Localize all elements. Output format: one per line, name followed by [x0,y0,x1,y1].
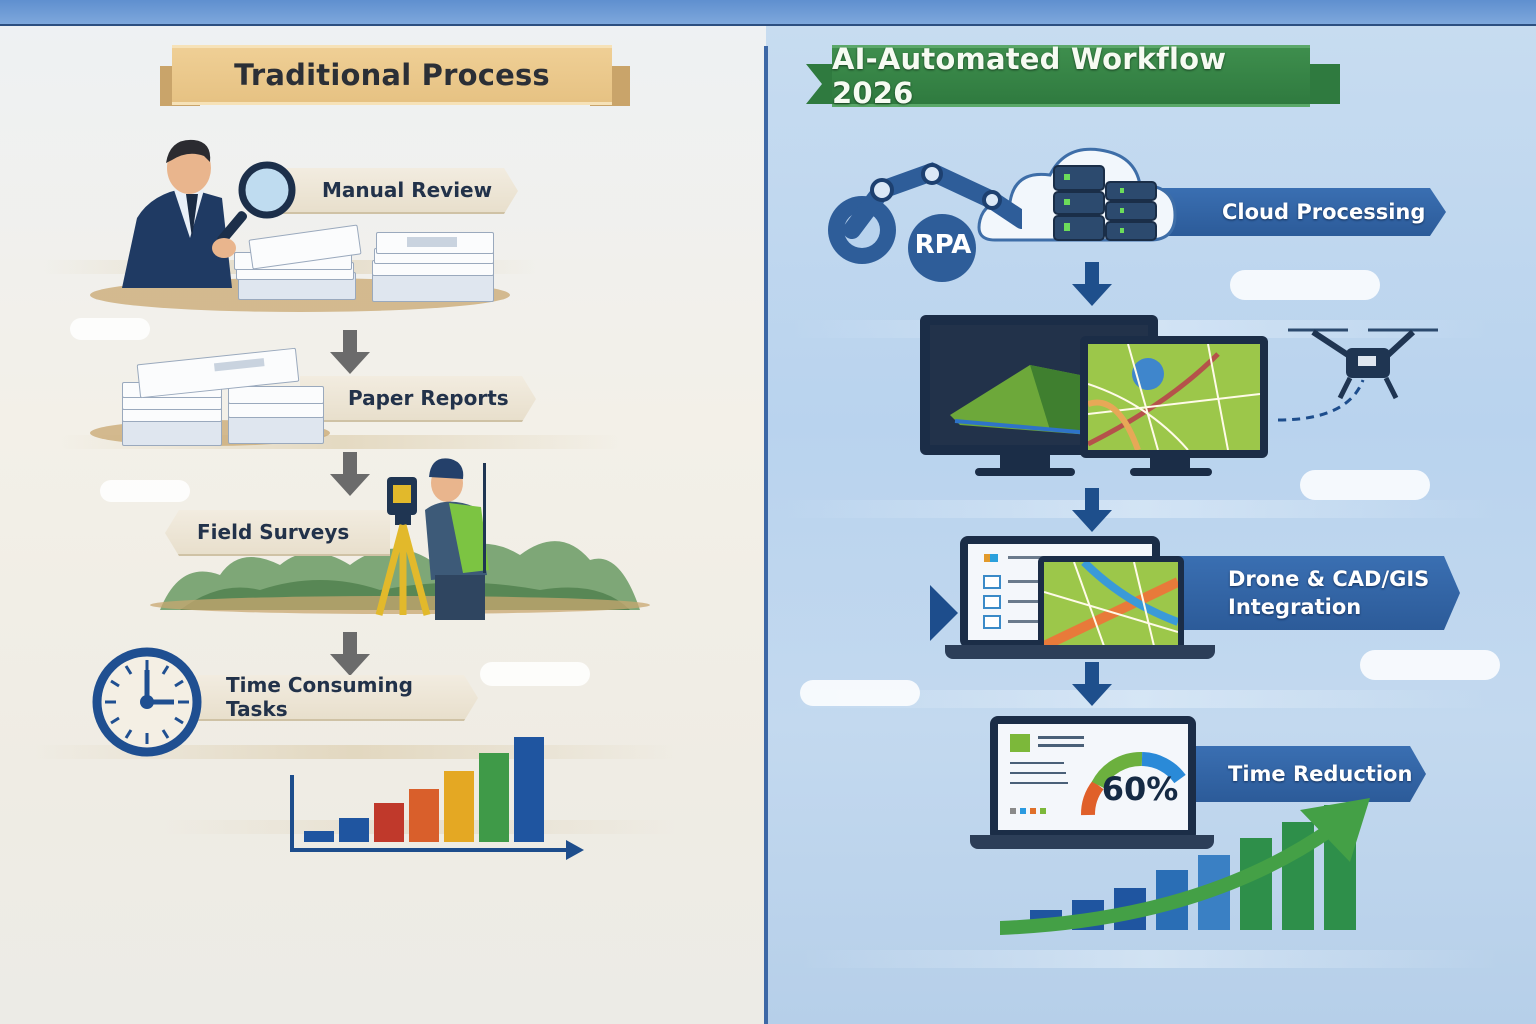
surveyor-icon [375,458,489,620]
rpa-robot-arm-icon [828,162,1022,282]
arrow-down-icon [330,632,370,678]
clock-icon [92,647,202,757]
ai-bar-chart [1000,798,1370,935]
drone-icon [1277,328,1438,422]
step-label: Cloud Processing [1222,200,1426,224]
top-bar [0,0,1536,26]
map-monitor [1080,336,1268,458]
chart-x-axis [290,848,570,852]
arrow-down-icon [1072,488,1112,534]
map-screen [1086,343,1261,452]
arrow-down-icon [1072,662,1112,708]
chart-bar [409,789,439,842]
chart-axis-arrow [566,840,584,860]
gauge-value: 60% [1101,770,1179,808]
arrow-down-icon [1072,262,1112,308]
step-label-line2: Integration [1228,595,1362,619]
monitor-stand [1150,458,1190,470]
laptop-base [970,835,1214,849]
step-time-reduction: Time Reduction [1170,746,1426,802]
step-label: Manual Review [322,178,493,202]
step-label: Paper Reports [348,386,509,410]
traditional-bar-chart [290,720,590,860]
monitor-base [975,468,1075,476]
cloud-decor [1360,650,1500,680]
paper-stack-icon [230,224,362,302]
cloud-decor [70,318,150,340]
chart-bar [479,753,509,842]
map-tablet [1038,556,1184,652]
magnifier-person-icon [122,139,296,288]
step-drone-cad-gis-integration: Drone & CAD/GIS Integration [1140,556,1460,630]
chart-bar [304,831,334,842]
database-server-icon [1053,165,1157,241]
monitor-base [1130,468,1212,476]
rpa-badge: RPA [914,230,972,260]
cloud-decor [800,680,920,706]
monitor-stand [1000,455,1050,469]
trend-arrow-icon [1000,798,1370,935]
chart-y-axis [290,775,294,852]
play-arrow-icon [930,585,958,641]
chart-bars [304,720,554,842]
step-time-consuming-tasks: Time Consuming Tasks [190,675,478,721]
step-paper-reports: Paper Reports [300,376,536,422]
step-manual-review: Manual Review [260,168,518,214]
step-label: Time Consuming Tasks [226,673,413,721]
step-label: Field Surveys [197,520,350,544]
chart-bar [514,737,544,842]
paper-stack-icon [372,228,498,304]
paper-stack-icon [118,347,328,448]
arrow-down-icon [330,330,370,376]
step-label: Time Reduction [1228,762,1413,786]
panel-divider [764,46,768,1024]
decor-streak [780,500,1500,518]
decor-streak [800,950,1500,968]
ai-title-banner: AI-Automated Workflow 2026 [832,42,1310,110]
step-field-surveys: Field Surveys [165,510,390,556]
chart-bar [444,771,474,842]
cloud-decor [1230,270,1380,300]
chart-bar [374,803,404,842]
gauge-icon [1080,752,1188,823]
cloud-decor [480,662,590,686]
laptop-base [945,645,1215,659]
arrow-down-icon [330,452,370,498]
decor-streak [790,690,1490,708]
step-label-line1: Drone & CAD/GIS [1228,567,1430,591]
cloud-decor [100,480,190,502]
cloud-decor [1300,470,1430,500]
chart-bar [339,818,369,842]
traditional-title-banner: Traditional Process [172,45,612,105]
map-screen [1041,559,1181,651]
